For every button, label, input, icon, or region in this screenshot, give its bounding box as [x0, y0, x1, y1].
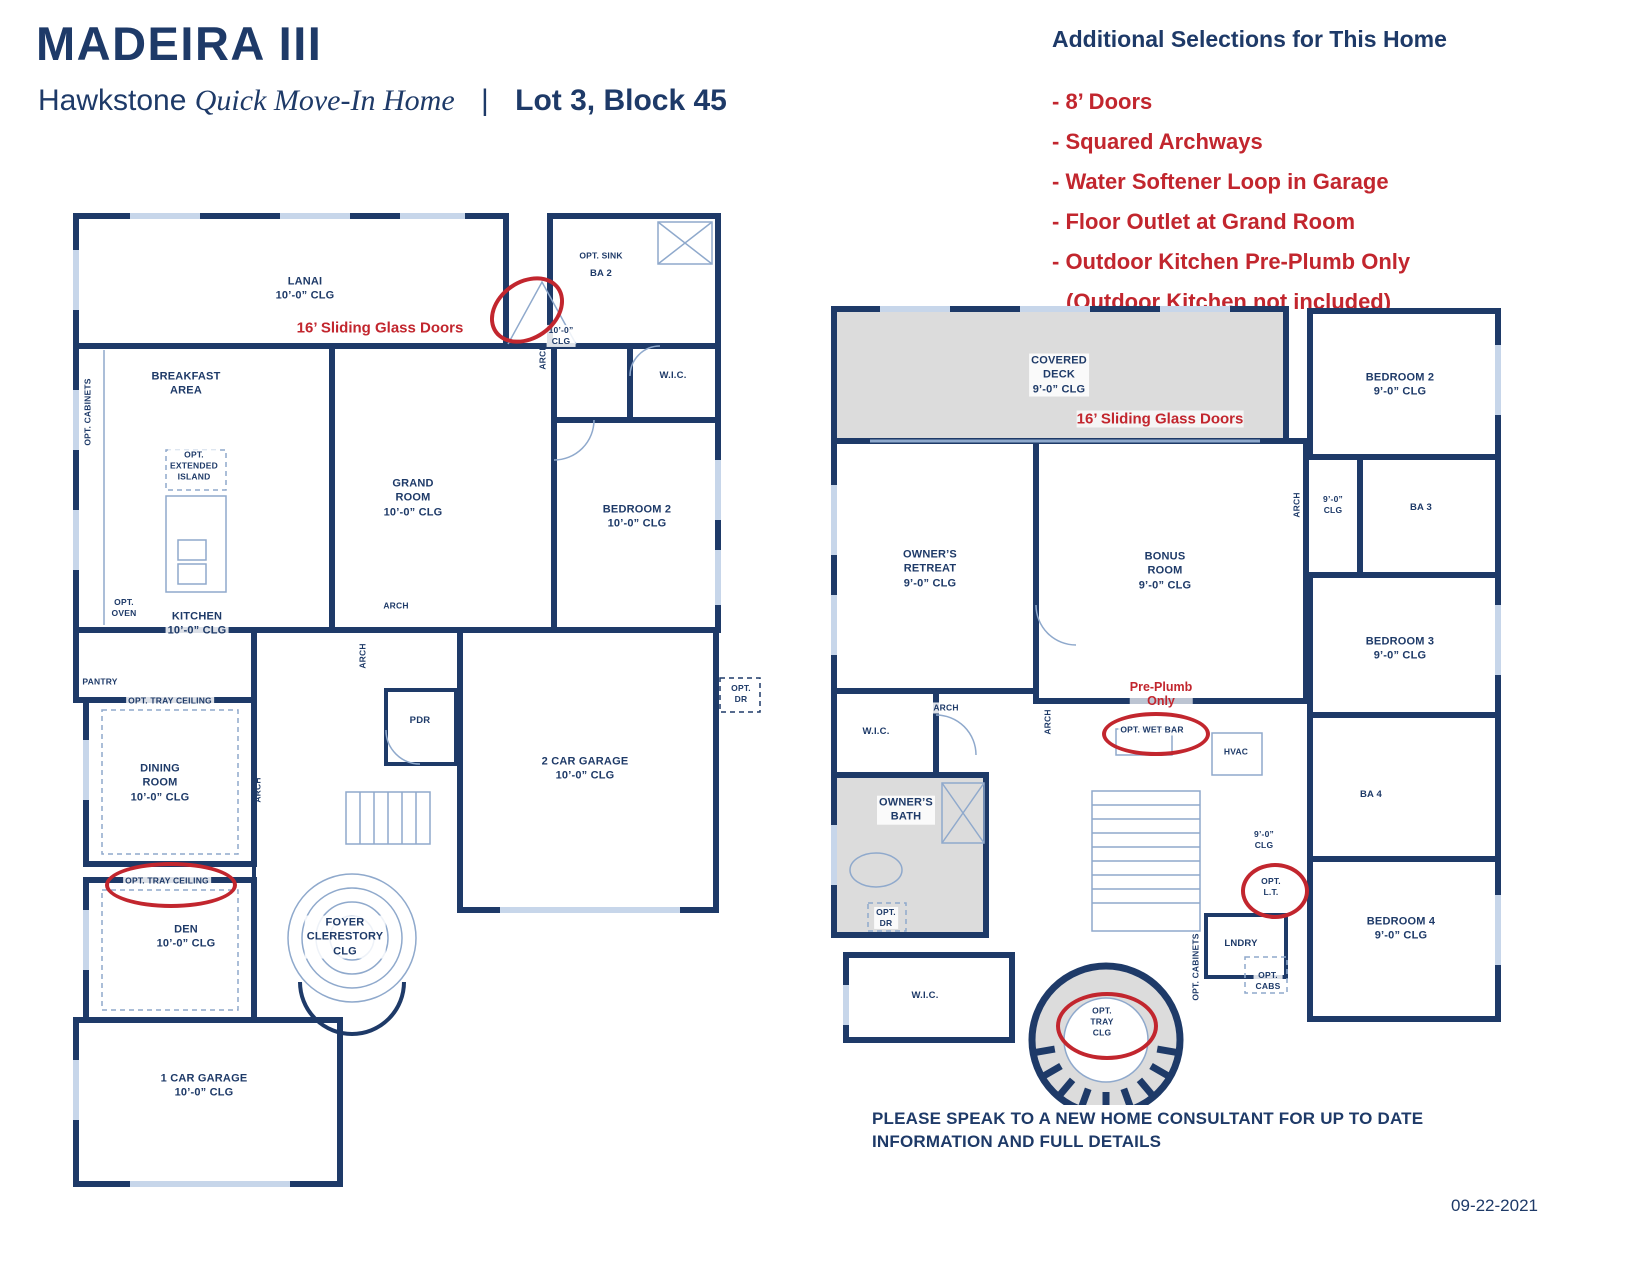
opt-dr-label-f2: OPT. DR [874, 906, 898, 930]
room-label-wic: W.I.C. [657, 369, 689, 383]
room-label-ba4: BA 4 [1357, 788, 1385, 802]
room-label-wic2-f2: W.I.C. [909, 989, 941, 1003]
opt-cabinets-label: OPT. CABINETS [82, 378, 93, 446]
turret-window-mullions [1035, 1045, 1177, 1105]
room-label-pdr: PDR [407, 714, 433, 728]
opt-sink-label: OPT. SINK [577, 250, 625, 262]
room-label-bonus-room: BONUS ROOM 9’-0” CLG [1136, 549, 1194, 593]
arch-label: ARCH [252, 777, 263, 803]
room-label-bedroom2-f2: BEDROOM 2 9’-0” CLG [1363, 370, 1437, 400]
clg-height-label: 9’-0” CLG [1321, 493, 1345, 517]
room-label-laundry: LNDRY [1222, 937, 1260, 951]
room-label-2-car-garage: 2 CAR GARAGE 10’-0” CLG [539, 754, 631, 784]
highlight-ellipse-opt-tray-clg [1056, 992, 1158, 1060]
room-label-den: DEN 10’-0” CLG [154, 922, 218, 952]
opt-cabs-label: OPT. CABS [1253, 969, 1283, 993]
arch-label: ARCH [537, 344, 548, 370]
hvac-label: HVAC [1221, 746, 1251, 758]
room-label-foyer: FOYER CLERESTORY CLG [304, 915, 386, 959]
room-label-bedroom2: BEDROOM 2 10’-0” CLG [600, 502, 674, 532]
arch-label: ARCH [357, 643, 368, 669]
arch-label: ARCH [1291, 492, 1302, 518]
consultant-disclaimer: PLEASE SPEAK TO A NEW HOME CONSULTANT FO… [872, 1109, 1424, 1151]
selections-list: - 8’ Doors - Squared Archways - Water So… [1052, 82, 1410, 322]
room-label-grand-room: GRAND ROOM 10’-0” CLG [381, 476, 445, 520]
pre-plumb-only-annotation: Pre-Plumb Only [1129, 680, 1193, 708]
opt-extended-island-label: OPT. EXTENDED ISLAND [168, 449, 220, 483]
room-label-wic-f2: W.I.C. [860, 725, 892, 739]
selection-item: - Outdoor Kitchen Pre-Plumb Only [1052, 249, 1411, 274]
floor1-details [103, 221, 713, 1003]
revision-date: 09-22-2021 [1451, 1196, 1538, 1215]
clg-height-label: 10’-0” CLG [546, 324, 576, 348]
room-label-pantry: PANTRY [80, 676, 120, 688]
opt-tray-ceiling-label-dining: OPT. TRAY CEILING [126, 695, 214, 707]
clg-height-label: 9’-0” CLG [1252, 828, 1276, 852]
sliding-glass-doors-annotation-floor2: 16’ Sliding Glass Doors [1076, 410, 1244, 428]
highlight-ellipse-opt-lt [1241, 863, 1309, 919]
sliding-glass-doors-annotation-floor1: 16’ Sliding Glass Doors [296, 319, 464, 337]
highlight-ellipse-opt-tray-ceiling [105, 862, 237, 908]
arch-label: ARCH [381, 600, 411, 612]
selection-item: - Squared Archways [1052, 129, 1263, 154]
floor1-interior-walls [252, 688, 458, 1036]
arch-label: ARCH [1042, 709, 1053, 735]
opt-cabinets-label-f2: OPT. CABINETS [1190, 933, 1201, 1001]
page-subtitle: Hawkstone Quick Move-In Home | Lot 3, Bl… [38, 84, 727, 118]
lot-block: Lot 3, Block 45 [515, 84, 727, 117]
room-label-lanai: LANAI 10’-0” CLG [273, 274, 337, 304]
selection-item: - Floor Outlet at Grand Room [1052, 209, 1356, 234]
room-label-ba3: BA 3 [1407, 501, 1435, 515]
room-label-owners-retreat: OWNER’S RETREAT 9’-0” CLG [901, 547, 959, 591]
room-label-ba2: BA 2 [587, 267, 615, 281]
selection-item: - 8’ Doors [1052, 89, 1153, 114]
room-label-owners-bath: OWNER’S BATH [877, 795, 935, 825]
floor2-optional-dashed [867, 902, 1288, 994]
floor2-details [849, 604, 1263, 932]
laundry-room-walls [1204, 913, 1288, 979]
opt-oven-label: OPT. OVEN [109, 596, 139, 620]
highlight-ellipse-opt-wet-bar [1102, 712, 1210, 756]
page-title: MADEIRA III [36, 17, 323, 70]
subtitle-italic: Quick Move-In Home [194, 84, 455, 117]
opt-dr-label: OPT. DR [729, 682, 753, 706]
floor1-windows [73, 213, 721, 1187]
floor2-windows [831, 306, 1501, 1025]
room-label-breakfast-area: BREAKFAST AREA [149, 369, 223, 399]
room-label-1-car-garage: 1 CAR GARAGE 10’-0” CLG [158, 1071, 250, 1101]
selection-item: - Water Softener Loop in Garage [1052, 169, 1389, 194]
room-label-bedroom4: BEDROOM 4 9’-0” CLG [1364, 914, 1438, 944]
room-label-covered-deck: COVERED DECK 9’-0” CLG [1029, 353, 1089, 397]
arch-label: ARCH [931, 702, 961, 714]
room-label-kitchen: KITCHEN 10’-0” CLG [165, 609, 229, 639]
subtitle-separator: | [480, 84, 489, 117]
selections-heading: Additional Selections for This Home [1052, 26, 1447, 52]
room-label-bedroom3: BEDROOM 3 9’-0” CLG [1363, 634, 1437, 664]
community-name: Hawkstone [38, 84, 187, 117]
room-label-dining-room: DINING ROOM 10’-0” CLG [128, 761, 192, 805]
